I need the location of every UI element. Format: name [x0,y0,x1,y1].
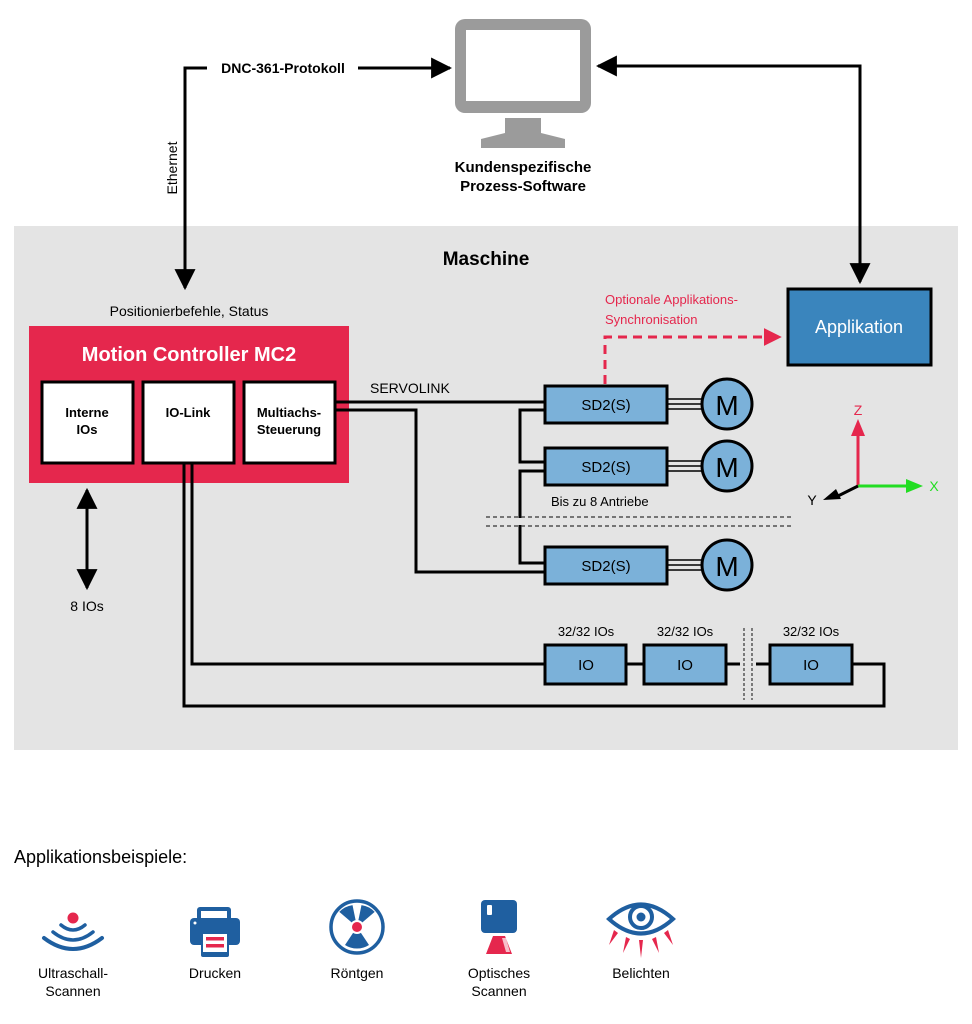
svg-text:M: M [715,390,738,421]
axis-x-label: X [929,478,939,494]
svg-text:M: M [715,551,738,582]
printer-icon [190,907,240,957]
svg-text:IOs: IOs [77,422,98,437]
io-link-bus-out [190,463,546,666]
sync-label-line2: Synchronisation [605,312,698,327]
internal-io-label: 8 IOs [70,598,103,614]
drive-unit: SD2(S) M [543,538,754,592]
svg-text:Steuerung: Steuerung [257,422,321,437]
svg-text:IO: IO [677,657,693,674]
sync-connection [603,328,782,384]
ultrasound-icon [42,912,104,951]
sync-label-line1: Optionale Applikations- [605,292,738,307]
drive-chain-2 [518,469,545,565]
controller-title: Motion Controller MC2 [82,344,296,366]
example-label: Scannen [45,983,100,999]
ethernet-connection [174,66,207,291]
example-label: Ultraschall- [38,965,108,981]
application-box [786,287,933,367]
svg-text:32/32 IOs: 32/32 IOs [783,624,840,639]
ethernet-label: Ethernet [164,141,180,194]
axis-y-label: Y [807,492,817,508]
optical-scanner-icon [481,900,517,954]
svg-text:IO: IO [578,657,594,674]
svg-text:M: M [715,452,738,483]
block-internal-ios: Interne IOs [40,380,135,465]
software-label-line2: Prozess-Software [460,178,586,195]
application-label: Applikation [815,317,903,337]
svg-text:IO: IO [803,657,819,674]
example-label: Drucken [189,965,241,981]
axis-z-label: Z [854,402,863,418]
eye-exposure-icon [606,902,676,958]
servolink-label: SERVOLINK [370,380,451,396]
svg-text:Interne: Interne [65,405,108,420]
svg-text:32/32 IOs: 32/32 IOs [657,624,714,639]
example-label: Röntgen [331,965,384,981]
motor-icon [700,439,754,493]
application-connection [595,55,871,285]
block-io-link: IO-Link [141,380,236,465]
monitor-icon [455,19,591,148]
protocol-label: DNC-361-Protokoll [221,60,345,76]
motor-icon [700,377,754,431]
servolink-return [335,408,545,574]
example-label: Belichten [612,965,670,981]
svg-text:IO-Link: IO-Link [166,405,212,420]
io-module: 32/32 IOs IO [768,624,854,686]
example-label: Optisches [468,965,530,981]
svg-text:Multiachs-: Multiachs- [257,405,321,420]
svg-text:32/32 IOs: 32/32 IOs [558,624,615,639]
gap-mask [514,518,526,525]
io-module: 32/32 IOs IO [543,624,628,686]
drive-unit: SD2(S) M [543,377,754,431]
commands-label: Positionierbefehle, Status [110,303,269,319]
svg-text:SD2(S): SD2(S) [581,397,630,414]
motor-icon [700,538,754,592]
radiation-icon [329,899,385,955]
svg-text:SD2(S): SD2(S) [581,558,630,575]
machine-title: Maschine [443,249,530,270]
coordinate-axes-icon [823,419,923,500]
svg-text:SD2(S): SD2(S) [581,459,630,476]
drive-unit: SD2(S) M [543,439,754,493]
block-multiaxis-control: Multiachs- Steuerung [242,380,337,465]
drives-note: Bis zu 8 Antriebe [551,494,649,509]
io-module: 32/32 IOs IO [642,624,728,686]
examples-heading: Applikationsbeispiele: [14,847,187,867]
io-link-bus-return [182,463,886,708]
example-label: Scannen [471,983,526,999]
drive-chain-1 [518,408,545,464]
software-label-line1: Kundenspezifische [455,159,592,176]
